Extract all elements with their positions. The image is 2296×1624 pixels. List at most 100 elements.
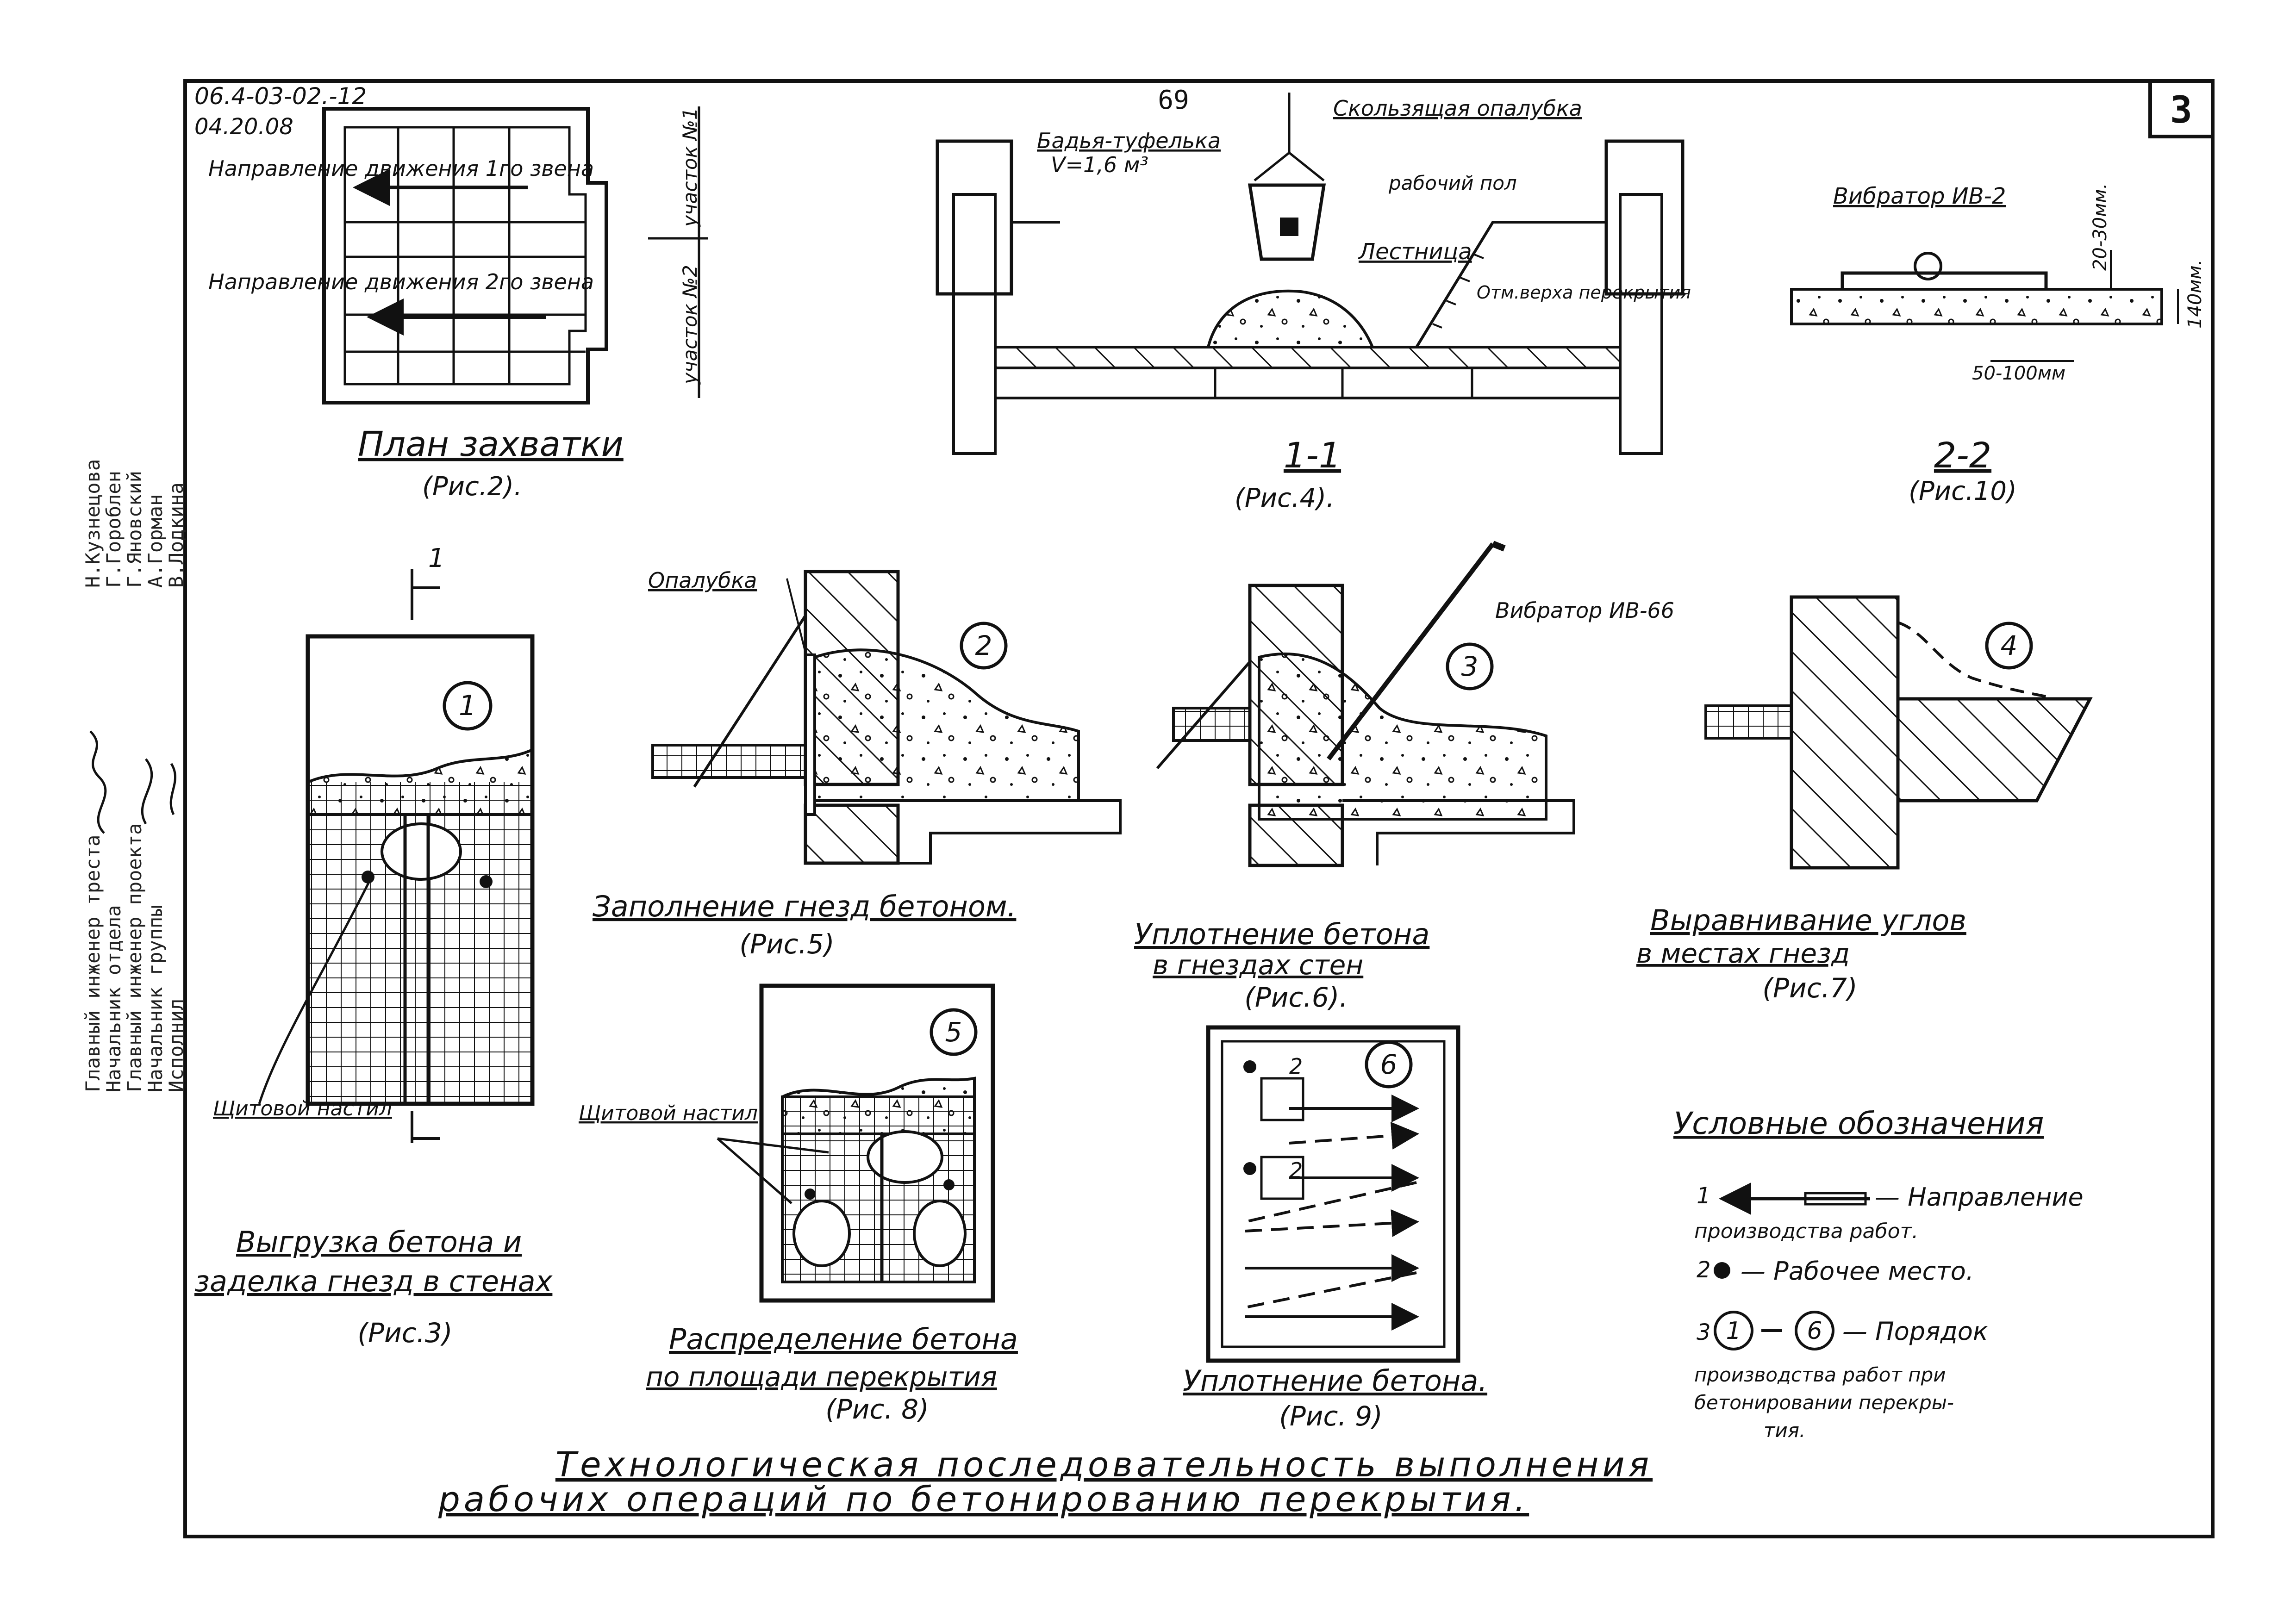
fig2-ref: (Рис.2). (422, 472, 522, 502)
fig3-circle (443, 681, 493, 731)
legend-item3-l4: тия. (1764, 1419, 1805, 1442)
legend-order-icon-1 (1714, 1311, 1753, 1350)
fig2-dir1: Направление движения 1го звена (208, 156, 594, 181)
fig5-drawing (651, 570, 1122, 865)
stamp-name-3: Г.Яновский (123, 471, 146, 588)
legend-item2: — Рабочее место. (1741, 1257, 1974, 1286)
doc-date: 04.20.08 (194, 114, 293, 140)
fig6-circle (1446, 642, 1494, 691)
sheet-frame (183, 79, 2215, 1538)
fig6-vibrator: Вибратор ИВ-66 (1495, 598, 1674, 623)
fig2-title: План захватки (358, 424, 624, 464)
stamp-line-1: Главный инженер треста (81, 835, 104, 1092)
fig9-pos-1: 2 (1289, 1054, 1303, 1079)
legend-item3-l3: бетонировании перекры- (1694, 1391, 1954, 1414)
fig4-bucket: Бадья-туфелька (1037, 128, 1221, 153)
legend-title: Условные обозначения (1673, 1106, 2044, 1141)
fig6-circle-num: 3 (1461, 651, 1479, 682)
stamp-line-3: Главный инженер проекта (123, 823, 146, 1092)
fig8-circle-num: 5 (945, 1016, 962, 1048)
fig2-uchastok2: участок №2 (679, 265, 701, 385)
fig2-dir2: Направление движения 2го звена (208, 269, 594, 294)
approval-stamp: Главный инженер треста Начальник отдела … (81, 459, 187, 1092)
fig2-plan (322, 106, 708, 404)
fig8-drawing (717, 983, 995, 1303)
fig6-ref: (Рис.6). (1244, 982, 1348, 1013)
fig3-ref: (Рис.3) (357, 1317, 452, 1349)
fig3-title-l2: заделка гнезд в стенах (194, 1264, 553, 1298)
legend: Условные обозначения 1 — Направление про… (1673, 1106, 2084, 1442)
fig4-volume: V=1,6 м³ (1051, 152, 1148, 177)
fig6-drawing (1156, 541, 1575, 867)
legend-order-icon-6 (1795, 1311, 1834, 1350)
fig9-circle-num: 6 (1380, 1049, 1398, 1080)
fig4-ladder: Лестница (1358, 239, 1472, 265)
fig8-ref: (Рис. 8) (825, 1394, 929, 1425)
legend-n3: 3 (1697, 1319, 1711, 1345)
fig3-title-l1: Выгрузка бетона и (236, 1225, 522, 1259)
fig10-vibrator: Вибратор ИВ-2 (1833, 183, 2006, 209)
fig10-title: 2-2 (1934, 435, 1991, 476)
fig3-deck: Щитовой настил (213, 1097, 392, 1120)
fig10-ref: (Рис.10) (1909, 476, 2017, 506)
stamp-name-1: Н.Кузнецова (81, 459, 104, 588)
legend-item3-l2: производства работ при (1694, 1363, 1946, 1386)
legend-n2: 2 (1697, 1257, 1711, 1283)
fig10-section (1790, 250, 2179, 362)
fig7-ref: (Рис.7) (1762, 972, 1857, 1004)
fig8-title-l1: Распределение бетона (669, 1322, 1018, 1356)
fig9-circle (1365, 1040, 1413, 1089)
legend-workplace-icon (1714, 1262, 1730, 1279)
legend-item3-l1: — Порядок (1842, 1317, 1988, 1346)
sheet-number: 3 (2170, 88, 2192, 131)
stamp-name-2: Г.Гороблен (102, 471, 125, 588)
fig6-title-l1: Уплотнение бетона (1134, 917, 1429, 951)
fig7-circle-num: 4 (2001, 630, 2018, 661)
fig4-section (936, 93, 1685, 455)
fig4-mark: Отм.верха перекрытия (1477, 282, 1691, 303)
fig5-title: Заполнение гнезд бетоном. (593, 890, 1016, 923)
fig8-circle (930, 1008, 978, 1056)
fig9-ref: (Рис. 9) (1279, 1400, 1383, 1432)
fig3-section-mark: 1 (428, 543, 445, 573)
fig4-formwork: Скользящая опалубка (1333, 96, 1582, 121)
stamp-name-4: А.Горман (144, 494, 167, 588)
fig8-title-l2: по площади перекрытия (646, 1361, 997, 1393)
fig8-deck: Щитовой настил (579, 1101, 758, 1125)
fig5-formwork: Опалубка (648, 568, 757, 593)
fig3-circle-num: 1 (459, 690, 476, 722)
fig10-dim1: 20-30мм. (2090, 183, 2111, 271)
fig9-title: Уплотнение бетона. (1183, 1364, 1487, 1398)
legend-item1-l1: — Направление (1875, 1182, 2084, 1212)
legend-n1: 1 (1697, 1183, 1711, 1209)
fig5-circle (960, 622, 1008, 670)
fig10-dim3: 50-100мм (1972, 363, 2065, 384)
doc-code: 06.4-03-02.-12 (194, 83, 367, 110)
fig2-uchastok1: участок №1 (679, 107, 701, 228)
fig7-drawing (1704, 595, 2093, 870)
fig10-dim2: 140мм. (2184, 260, 2206, 329)
page-number: 69 (1158, 85, 1189, 115)
fig5-circle-num: 2 (975, 630, 992, 661)
fig9-drawing (1206, 1025, 1460, 1363)
fig4-platform: рабочий пол (1388, 172, 1517, 194)
fig4-ref: (Рис.4). (1235, 483, 1335, 513)
fig3-drawing (258, 569, 535, 1143)
stamp-line-2: Начальник отдела (102, 905, 125, 1092)
fig4-title: 1-1 (1284, 435, 1341, 476)
footer-line-2: рабочих операций по бетонированию перекр… (438, 1480, 1529, 1519)
stamp-name-5: В.Лодкина (165, 482, 187, 588)
fig7-circle (1985, 622, 2033, 670)
stamp-line-4: Начальник группы (144, 905, 167, 1092)
footer-line-1: Технологическая последовательность выпол… (555, 1445, 1653, 1485)
fig7-title-l2: в местах гнезд (1636, 938, 1850, 969)
legend-c1: 1 (1726, 1317, 1741, 1345)
legend-c6: 6 (1807, 1317, 1822, 1345)
stamp-line-5: Исполнил (165, 999, 187, 1092)
fig5-ref: (Рис.5) (739, 928, 834, 960)
fig6-title-l2: в гнездах стен (1153, 949, 1363, 981)
fig7-title-l1: Выравнивание углов (1650, 903, 1966, 937)
fig9-pos-2: 2 (1289, 1158, 1303, 1183)
